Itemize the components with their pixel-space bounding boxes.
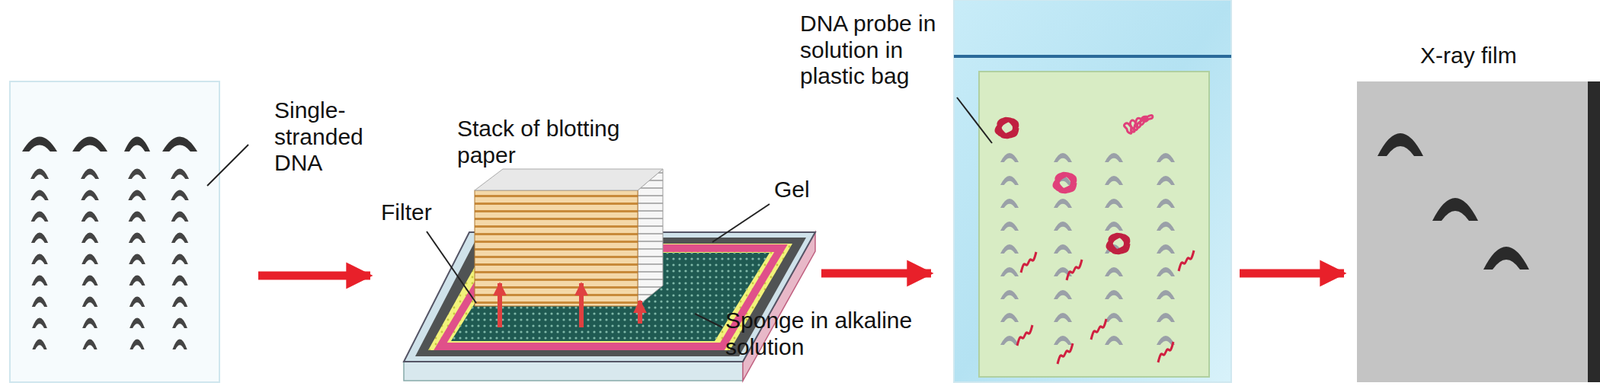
dna-band	[1000, 153, 1019, 163]
dna-band	[1053, 221, 1072, 231]
dna-band	[80, 169, 100, 180]
dna-band	[1156, 244, 1175, 254]
dna-band	[82, 297, 98, 308]
dna-band	[82, 339, 97, 351]
dna-band	[72, 137, 108, 153]
dna-probe	[1057, 343, 1073, 365]
dna-band	[1000, 336, 1019, 346]
dna-probe	[1017, 325, 1033, 346]
dna-band	[1156, 153, 1175, 163]
dna-band	[1156, 221, 1175, 231]
dna-band	[1104, 313, 1124, 323]
dna-band	[172, 297, 188, 308]
dna-band	[1053, 153, 1072, 163]
dna-band	[128, 190, 146, 202]
dna-band	[1104, 336, 1124, 346]
dna-band	[1104, 176, 1124, 186]
dna-band	[81, 254, 99, 266]
dna-band	[128, 233, 146, 244]
label: Sponge in alkaline solution	[725, 307, 932, 361]
dna-band	[1000, 176, 1019, 186]
dna-band	[172, 318, 188, 330]
dna-probe	[1107, 233, 1130, 253]
dna-probe	[1053, 172, 1076, 192]
dna-band	[172, 339, 187, 351]
dna-band	[81, 233, 99, 244]
dna-band	[31, 254, 48, 266]
dna-band	[171, 211, 189, 223]
dna-band	[81, 211, 100, 223]
dna-band	[1053, 313, 1072, 323]
label: Filter	[380, 199, 473, 227]
dna-band	[80, 190, 99, 202]
dna-band	[32, 339, 47, 351]
dna-band	[31, 211, 49, 223]
dna-band	[1156, 313, 1175, 323]
dna-probe	[1123, 115, 1152, 134]
dna-band	[1000, 244, 1019, 254]
dna-band	[1104, 267, 1124, 277]
dna-band	[1000, 267, 1019, 277]
dna-band	[1053, 198, 1072, 208]
dna-band	[31, 233, 48, 244]
label: Gel	[774, 176, 836, 204]
dna-band	[128, 254, 146, 266]
dna-band	[124, 137, 151, 153]
dna-band	[1104, 198, 1124, 208]
dna-band	[32, 297, 48, 308]
label: Single-stranded DNA	[274, 97, 381, 177]
dna-band	[32, 318, 48, 330]
dna-band	[1053, 290, 1072, 300]
label: X-ray film	[1420, 42, 1573, 70]
dna-band	[1104, 290, 1124, 300]
dna-band	[162, 137, 198, 153]
dna-band	[82, 275, 99, 287]
dna-band	[30, 169, 49, 180]
dna-band	[171, 233, 189, 244]
dna-probe	[995, 118, 1018, 138]
exposed-band	[1432, 198, 1479, 221]
dna-band	[1156, 267, 1175, 277]
dna-band	[129, 318, 145, 330]
dna-band	[1104, 153, 1124, 163]
dna-band	[128, 211, 147, 223]
dna-band	[1156, 290, 1175, 300]
dna-band	[1053, 244, 1072, 254]
dna-band	[170, 190, 189, 202]
dna-band	[129, 339, 144, 351]
dna-probe	[1178, 250, 1194, 272]
dna-band	[30, 190, 48, 202]
label: DNA probe in solution in plastic bag	[800, 10, 951, 90]
dna-band	[170, 169, 189, 180]
dna-band	[22, 137, 58, 153]
dna-band	[1156, 198, 1175, 208]
dna-probe	[1158, 342, 1174, 363]
dna-band	[1104, 221, 1124, 231]
dna-band	[128, 169, 147, 180]
label: Stack of blotting paper	[457, 115, 640, 169]
dna-band	[82, 318, 98, 330]
dna-band	[171, 254, 189, 266]
dna-band	[129, 275, 146, 287]
exposed-band	[1483, 246, 1530, 270]
dna-band	[1000, 290, 1019, 300]
dna-band	[1000, 313, 1019, 323]
dna-band	[172, 275, 189, 287]
dna-probe	[1020, 252, 1037, 273]
dna-band	[1000, 198, 1019, 208]
dna-band	[1053, 336, 1072, 346]
dna-band	[1156, 176, 1175, 186]
dna-probe	[1091, 319, 1107, 340]
dna-band	[129, 297, 145, 308]
dna-probe	[1066, 259, 1082, 281]
dna-band	[1000, 221, 1019, 231]
dna-band	[32, 275, 48, 287]
exposed-band	[1377, 133, 1424, 157]
